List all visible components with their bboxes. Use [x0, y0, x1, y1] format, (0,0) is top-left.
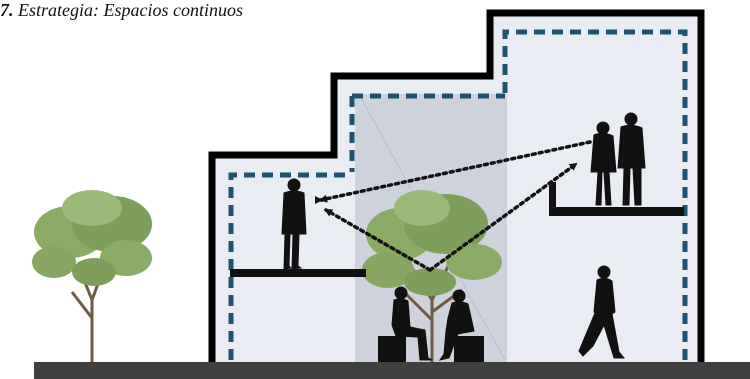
person-standing-icon: [617, 112, 646, 206]
right-mezzanine: [549, 207, 684, 216]
person-walking-icon: [578, 265, 626, 359]
figure-title: Estrategia: Espacios continuos: [18, 0, 243, 20]
person-sitting-icon: [438, 289, 475, 361]
figure-caption: 7. Estrategia: Espacios continuos: [0, 0, 243, 20]
person-sitting-icon: [391, 286, 433, 361]
person-standing-icon: [590, 121, 617, 206]
bench-icon: [454, 336, 484, 362]
tree-icon: [32, 190, 152, 372]
left-mezzanine: [230, 269, 366, 277]
dashed-envelope: [228, 29, 688, 360]
figure-number: 7.: [0, 0, 14, 20]
railing: [549, 182, 556, 209]
ground-line: [34, 362, 750, 379]
person-standing-icon: [281, 178, 307, 270]
tree-icon: [362, 190, 502, 362]
bench-icon: [378, 336, 406, 362]
sightline-arrow-icon: [315, 140, 592, 272]
building-outline: [208, 9, 705, 364]
